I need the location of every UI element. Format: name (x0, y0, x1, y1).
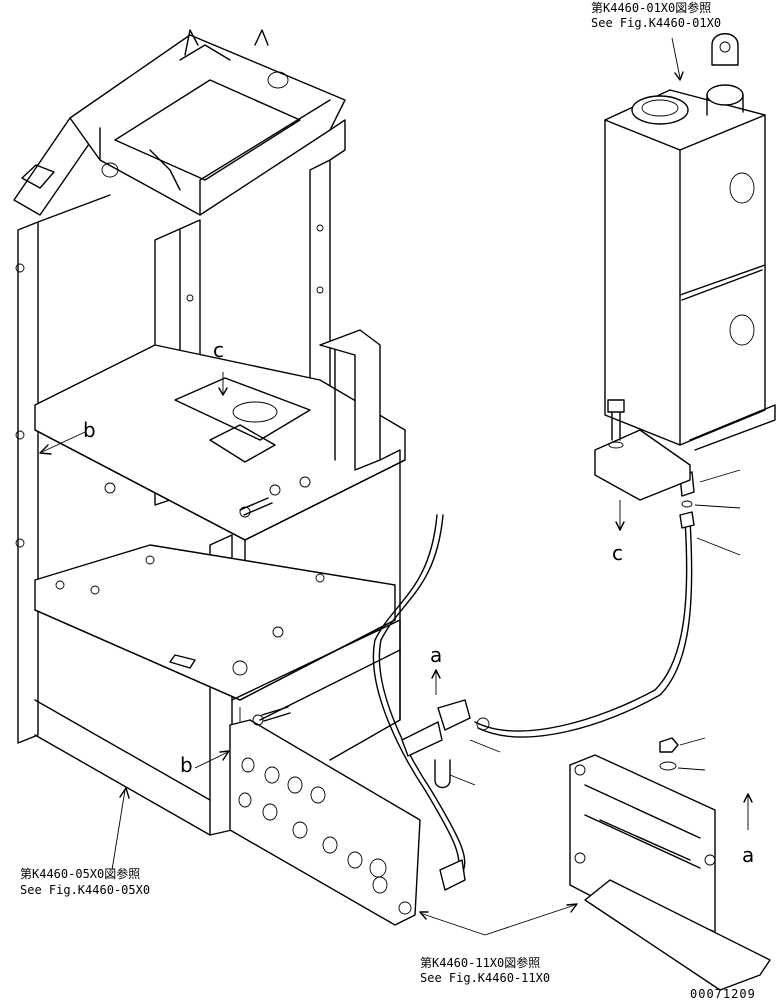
marker-a-right: a (742, 843, 755, 867)
marker-b-lower: b (180, 753, 193, 777)
bottom-bracket (569, 737, 771, 991)
drawing-number: 00071209 (690, 987, 756, 1001)
tank-assembly (594, 33, 776, 501)
ref-bottom-center-en: See Fig.K4460-11X0 (420, 971, 551, 985)
marker-b-upper: b (83, 418, 96, 442)
ref-top-right-en: See Fig.K4460-01X0 (591, 16, 722, 30)
leader-lines (39, 37, 753, 936)
ref-top-right-jp: 第K4460-01X0図参照 (591, 1, 712, 15)
marker-c-lower: c (612, 541, 623, 565)
marker-a-upper: a (430, 643, 443, 667)
main-frame (13, 29, 421, 926)
ref-bottom-left-jp: 第K4460-05X0図参照 (20, 867, 141, 881)
ref-bottom-center-jp: 第K4460-11X0図参照 (420, 956, 541, 970)
hose-assembly (372, 471, 695, 891)
marker-c-upper: c (213, 338, 224, 362)
ref-bottom-left-en: See Fig.K4460-05X0 (20, 883, 151, 897)
